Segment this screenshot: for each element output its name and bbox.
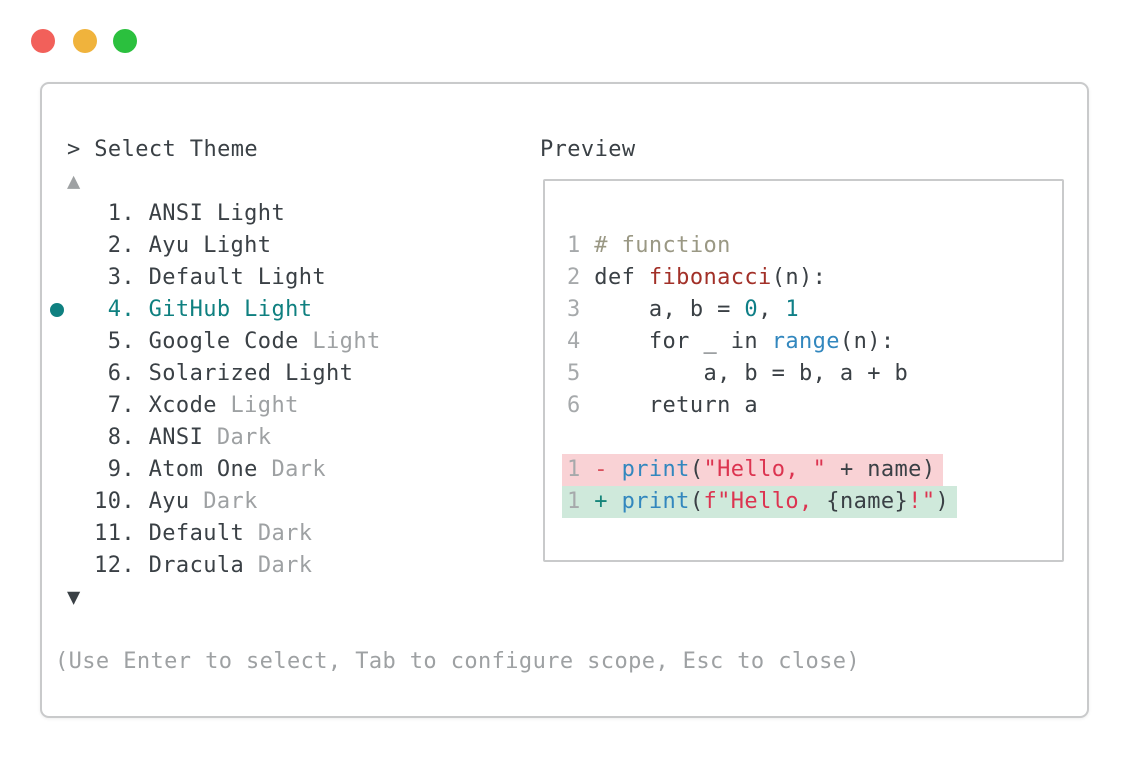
- theme-item[interactable]: 11. Default Dark: [67, 518, 381, 550]
- theme-item-label: Dracula: [135, 553, 245, 578]
- theme-item[interactable]: 10. Ayu Dark: [67, 486, 381, 518]
- diff-removed-sign: -: [580, 457, 622, 482]
- close-button[interactable]: [31, 29, 55, 53]
- theme-item[interactable]: 3. Default Light: [67, 262, 381, 294]
- diff-added-sign: +: [580, 489, 622, 514]
- theme-item-variant: Dark: [203, 425, 272, 450]
- theme-item-label: ANSI Light: [135, 201, 286, 226]
- theme-item[interactable]: 5. Google Code Light: [67, 326, 381, 358]
- theme-item-number: 3.: [107, 265, 135, 290]
- theme-item[interactable]: 6. Solarized Light: [67, 358, 381, 390]
- diff-added-line: 1 + print(f"Hello, {name}!"): [562, 486, 958, 518]
- theme-item-variant: Dark: [244, 553, 313, 578]
- window-controls: [31, 29, 151, 53]
- code-line: 1 # function: [567, 233, 731, 258]
- theme-item[interactable]: 7. Xcode Light: [67, 390, 381, 422]
- minimize-button[interactable]: [73, 29, 97, 53]
- theme-item-variant: Light: [216, 393, 299, 418]
- theme-item[interactable]: 1. ANSI Light: [67, 198, 381, 230]
- code-line: 6 return a: [567, 393, 759, 418]
- theme-item-number: 2.: [107, 233, 135, 258]
- preview-pane: 1 # function 2 def fibonacci(n): 3 a, b = …: [543, 179, 1064, 562]
- theme-item-number: 1.: [107, 201, 135, 226]
- code-preview: 1 # function 2 def fibonacci(n): 3 a, b = …: [562, 230, 958, 518]
- theme-item-label: Ayu: [135, 489, 190, 514]
- line-number: 6: [567, 393, 595, 418]
- theme-item-label: Ayu Light: [135, 233, 272, 258]
- theme-item-label: Google Code: [135, 329, 299, 354]
- picker-prompt: > Select Theme: [67, 137, 259, 162]
- line-number: 1: [567, 489, 581, 514]
- keyboard-hint: (Use Enter to select, Tab to configure s…: [55, 649, 861, 674]
- theme-item-number: 5.: [107, 329, 135, 354]
- theme-item-variant: Dark: [189, 489, 258, 514]
- line-number: 3: [567, 297, 595, 322]
- line-number: 2: [567, 265, 595, 290]
- theme-item-label: Xcode: [135, 393, 217, 418]
- code-line: 4 for _ in range(n):: [567, 329, 895, 354]
- scroll-up-indicator[interactable]: ▲: [67, 169, 81, 194]
- scroll-down-indicator[interactable]: ▼: [67, 585, 81, 610]
- theme-item-label: ANSI: [135, 425, 204, 450]
- line-number: 1: [567, 457, 581, 482]
- line-number: 4: [567, 329, 595, 354]
- code-line: 2 def fibonacci(n):: [567, 265, 827, 290]
- theme-item-label: Solarized Light: [135, 361, 354, 386]
- theme-item-number: 9.: [107, 457, 135, 482]
- theme-item-label: Default: [135, 521, 245, 546]
- line-number: 1: [567, 233, 595, 258]
- code-line: 5 a, b = b, a + b: [567, 361, 909, 386]
- theme-item-number: 11.: [94, 521, 135, 546]
- diff-removed-line: 1 - print("Hello, " + name): [562, 454, 944, 486]
- theme-item-label: Default Light: [135, 265, 327, 290]
- theme-item-number: 4.: [107, 297, 135, 322]
- theme-item-number: 8.: [107, 425, 135, 450]
- theme-item-variant: Light: [298, 329, 381, 354]
- line-number: 5: [567, 361, 595, 386]
- theme-item[interactable]: 8. ANSI Dark: [67, 422, 381, 454]
- preview-title: Preview: [540, 137, 636, 162]
- theme-item-label: GitHub Light: [135, 297, 313, 322]
- theme-item-variant: Dark: [244, 521, 313, 546]
- selected-indicator: [50, 303, 64, 317]
- theme-item-label: Atom One: [135, 457, 258, 482]
- theme-item-number: 10.: [94, 489, 135, 514]
- theme-item[interactable]: 12. Dracula Dark: [67, 550, 381, 582]
- theme-item[interactable]: 2. Ayu Light: [67, 230, 381, 262]
- theme-item-number: 12.: [94, 553, 135, 578]
- zoom-button[interactable]: [113, 29, 137, 53]
- theme-item-variant: Dark: [257, 457, 327, 482]
- theme-item-number: 7.: [107, 393, 135, 418]
- theme-item-number: 6.: [107, 361, 135, 386]
- theme-item[interactable]: 9. Atom One Dark: [67, 454, 381, 486]
- theme-item[interactable]: 4. GitHub Light: [50, 294, 381, 326]
- code-line: 3 a, b = 0, 1: [567, 297, 800, 322]
